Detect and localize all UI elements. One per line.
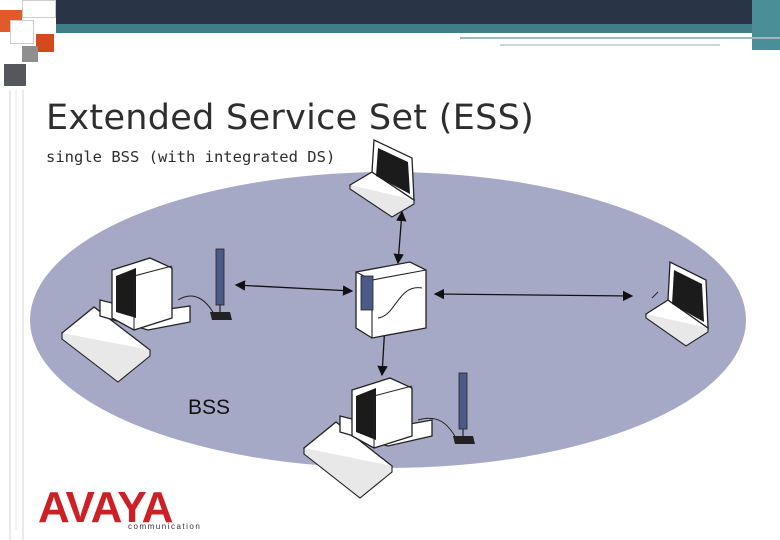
antenna-bottom-icon (453, 372, 475, 444)
desktop-left-icon (60, 257, 215, 383)
header-rule-lines (460, 37, 780, 46)
bss-label: BSS (188, 396, 231, 419)
avaya-logo-wordmark: AVAYA (38, 483, 173, 532)
header-teal-bar (56, 24, 780, 33)
header-dark-bar (56, 0, 780, 24)
laptop-right-icon (644, 260, 710, 347)
laptop-top-icon (348, 139, 416, 218)
corner-square-white (10, 20, 34, 44)
link-laptop-top-ap (393, 210, 407, 265)
corner-square-white-top (22, 0, 56, 18)
corner-square-red (36, 34, 54, 52)
left-edge-lines (9, 90, 24, 540)
link-desktop-left-ap (234, 280, 354, 296)
desktop-bottom-icon (302, 377, 457, 499)
access-point-icon (355, 261, 427, 339)
header-right-block (752, 0, 780, 50)
avaya-logo-subtitle: communication (128, 522, 202, 531)
corner-square-dark (4, 64, 26, 86)
corner-square-grey (22, 46, 38, 62)
link-ap-laptop-right (433, 288, 634, 302)
slide-title: Extended Service Set (ESS) (46, 98, 535, 138)
antenna-left-icon (210, 248, 232, 320)
slide-subtitle: single BSS (with integrated DS) (46, 148, 336, 166)
